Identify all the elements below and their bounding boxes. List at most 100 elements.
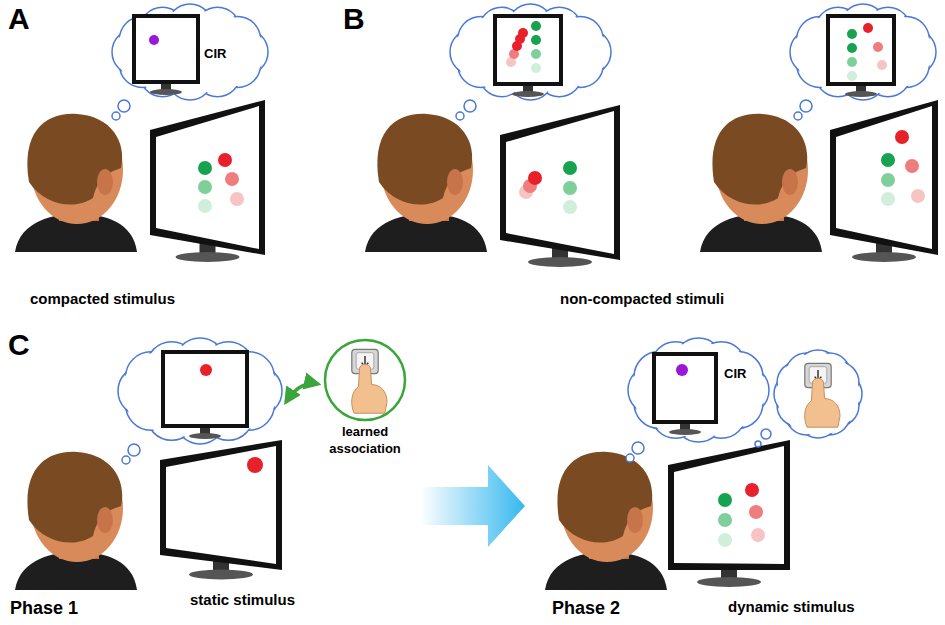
illustration-shape <box>718 493 732 507</box>
illustration-shape <box>845 91 877 97</box>
illustration-shape <box>676 364 688 376</box>
illustration-shape <box>563 181 577 195</box>
illustration-shape <box>911 189 925 203</box>
illustration-shape <box>563 161 577 175</box>
caption-label: Phase 1 <box>10 598 78 619</box>
illustration-shape <box>198 180 212 194</box>
association-label: learned association <box>315 424 415 458</box>
illustration-shape <box>286 383 318 402</box>
illustration-shape <box>782 169 798 195</box>
illustration-shape <box>325 340 405 420</box>
illustration-shape <box>881 173 895 187</box>
illustration-shape <box>905 159 919 173</box>
illustration-shape <box>225 172 239 186</box>
illustration-shape <box>669 429 701 435</box>
illustration-shape <box>755 350 862 447</box>
illustration-shape <box>149 35 159 45</box>
illustration-shape <box>420 465 525 547</box>
illustration-shape <box>464 100 476 112</box>
panel-letter: B <box>343 2 365 36</box>
illustration-shape <box>450 4 611 120</box>
illustration-shape <box>718 533 732 547</box>
illustration-shape <box>847 57 857 67</box>
panel-letter: C <box>8 328 30 362</box>
illustration-shape <box>352 364 387 413</box>
illustration-shape <box>150 89 182 95</box>
illustration-shape <box>27 114 122 205</box>
caption-label: dynamic stimulus <box>728 598 855 615</box>
illustration-shape <box>794 112 802 120</box>
illustration-shape <box>656 356 714 420</box>
illustration-shape <box>447 169 463 195</box>
illustration-shape <box>877 60 887 70</box>
illustration-shape <box>150 100 265 255</box>
illustration-shape <box>805 378 840 427</box>
illustration-shape <box>674 446 784 564</box>
illustration-shape <box>200 364 212 376</box>
association-icon: learned association <box>315 336 417 466</box>
cir-label: CIR <box>724 366 746 383</box>
illustration-shape <box>761 429 771 439</box>
illustration-shape <box>160 440 282 570</box>
illustration-shape <box>531 49 541 59</box>
illustration-shape <box>497 18 559 82</box>
illustration-shape <box>557 452 652 543</box>
illustration-shape <box>528 171 542 185</box>
illustration-shape <box>718 513 732 527</box>
thought-bubble: CIR <box>626 336 776 456</box>
illustration-shape <box>830 18 892 82</box>
illustration-shape <box>697 577 761 587</box>
illustration-shape <box>755 441 761 447</box>
illustration-shape <box>863 23 873 33</box>
illustration-shape <box>136 18 196 80</box>
illustration-shape <box>847 43 857 53</box>
illustration-shape <box>247 457 263 473</box>
illustration-shape <box>122 456 130 464</box>
illustration-shape <box>632 442 644 454</box>
illustration-shape <box>847 71 857 81</box>
illustration-shape <box>531 35 541 45</box>
illustration-shape <box>531 63 541 73</box>
illustration-shape <box>518 28 528 38</box>
illustration-shape <box>563 200 577 214</box>
illustration-shape <box>128 444 140 456</box>
illustration-shape <box>512 91 544 97</box>
illustration-shape <box>800 100 812 112</box>
illustration-shape <box>506 111 614 254</box>
illustration-shape <box>176 252 240 262</box>
caption-label: static stimulus <box>190 591 295 608</box>
illustration-shape <box>626 454 634 462</box>
illustration-shape <box>836 106 932 249</box>
illustration-shape <box>156 106 259 249</box>
illustration-shape <box>456 112 464 120</box>
cir-label: CIR <box>204 46 226 63</box>
illustration-shape <box>712 114 807 205</box>
illustration-shape <box>500 105 620 260</box>
illustration-shape <box>112 112 120 120</box>
illustration-shape <box>15 100 265 262</box>
illustration-shape <box>189 570 253 580</box>
illustration-shape <box>377 114 472 205</box>
caption-label: compacted stimulus <box>30 290 175 307</box>
caption-label: non-compacted stimuli <box>560 290 724 307</box>
illustration-shape <box>847 29 857 39</box>
illustration-shape <box>881 153 895 167</box>
illustration-shape <box>198 199 212 213</box>
illustration-shape <box>749 505 763 519</box>
panel-letter: A <box>8 2 30 36</box>
illustration-shape <box>545 440 790 590</box>
node-outline <box>626 336 776 456</box>
illustration-shape <box>745 483 759 497</box>
illustration-shape <box>161 350 249 428</box>
illustration-shape <box>652 352 718 424</box>
illustration-shape <box>700 100 938 262</box>
illustration-shape <box>118 100 130 112</box>
illustration-shape <box>528 257 592 267</box>
illustration-shape <box>27 452 122 543</box>
illustration-shape <box>165 354 245 424</box>
illustration-shape <box>852 252 916 262</box>
illustration-shape <box>15 440 282 590</box>
illustration-shape <box>365 105 620 267</box>
illustration-shape <box>97 169 113 195</box>
